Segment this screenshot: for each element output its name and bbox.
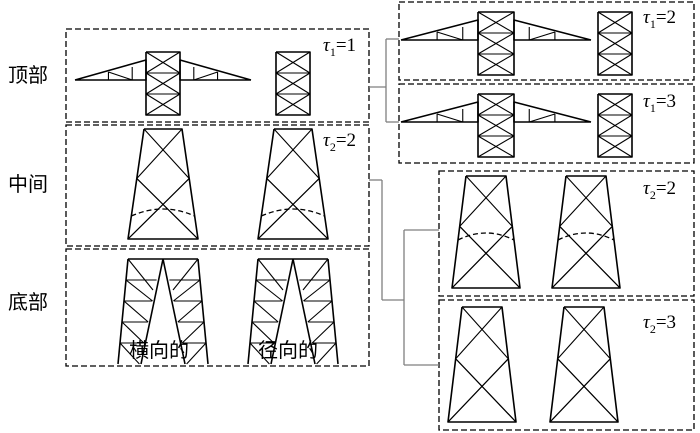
- box-bottom-left: [65, 248, 370, 367]
- caption-radial: 径向的: [258, 338, 318, 362]
- tower-body-transverse-r2: [447, 306, 517, 423]
- tower-head-transverse-r1: [400, 11, 592, 76]
- tower-head-radial-r2: [597, 93, 633, 158]
- tower-body-radial-left: [257, 128, 329, 240]
- box-top-right-1: [398, 1, 695, 81]
- tower-drawings: [74, 11, 633, 423]
- tau-label-right-middle-1: τ2=2: [643, 178, 676, 202]
- region-label-bottom: 底部: [8, 290, 48, 314]
- tower-legs-transverse-left: [117, 258, 209, 365]
- tower-body-transverse-r1: [451, 175, 521, 289]
- tau-label-right-top-1: τ1=2: [643, 7, 676, 31]
- box-middle-right-1: [438, 170, 695, 297]
- caption-transverse: 横向的: [129, 338, 189, 362]
- tau-label-left-top: τ1=1: [323, 35, 356, 59]
- connector-top: [369, 38, 399, 123]
- tau-label-right-middle-2: τ2=3: [643, 312, 676, 336]
- tower-head-transverse-left: [74, 51, 252, 116]
- tau-label-left-middle: τ2=2: [323, 130, 356, 154]
- region-label-top: 顶部: [8, 63, 48, 87]
- box-middle-left: [65, 124, 370, 247]
- tower-head-radial-r1: [597, 11, 633, 76]
- tower-legs-radial-left: [247, 258, 339, 365]
- tower-head-radial-left: [275, 51, 311, 116]
- tower-body-radial-r2: [549, 306, 619, 423]
- tower-head-transverse-r2: [400, 93, 592, 158]
- region-label-middle: 中间: [8, 172, 48, 196]
- tower-body-transverse-left: [127, 128, 199, 240]
- box-top-right-2: [398, 83, 695, 164]
- tau-label-right-top-2: τ1=3: [643, 91, 676, 115]
- connector-middle: [369, 179, 439, 366]
- tower-body-radial-r1: [551, 175, 621, 289]
